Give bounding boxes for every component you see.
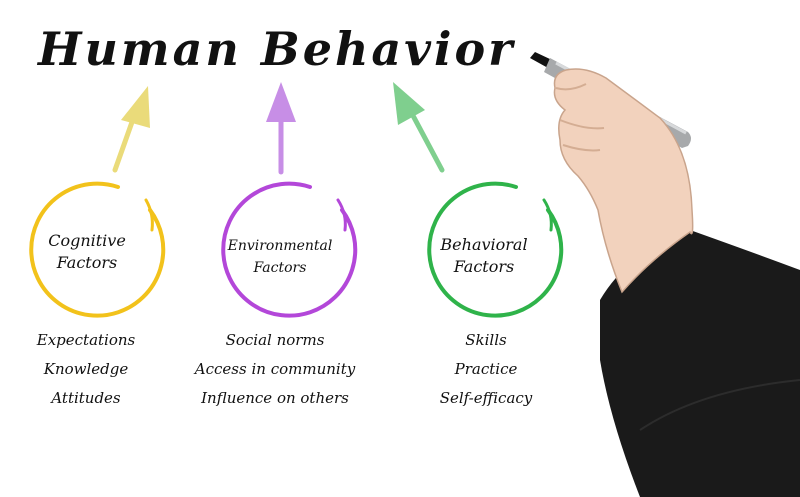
environmental-label-line1: Environmental [227, 238, 333, 254]
hand-shape [553, 68, 694, 294]
behavioral-factors-label: Behavioral Factors [414, 234, 554, 278]
list-item: Influence on others [201, 389, 349, 407]
cognitive-items-list: Expectations Knowledge Attitudes [16, 326, 156, 413]
list-item: Knowledge [43, 360, 129, 378]
cognitive-label-line2: Factors [56, 253, 118, 272]
list-item: Social norms [225, 331, 325, 349]
list-item: Attitudes [51, 389, 121, 407]
circle-behavioral [427, 181, 564, 318]
arrow-environmental [266, 82, 296, 175]
list-item: Practice [454, 360, 518, 378]
circle-environmental [221, 181, 358, 318]
environmental-label-line2: Factors [253, 260, 307, 276]
list-item: Access in community [194, 360, 356, 378]
diagram-title: Human Behavior [38, 22, 516, 76]
cognitive-factors-label: Cognitive Factors [22, 230, 152, 274]
list-item: Expectations [36, 331, 136, 349]
list-item: Self-efficacy [439, 389, 533, 407]
environmental-items-list: Social norms Access in community Influen… [180, 326, 370, 413]
behavioral-label-line1: Behavioral [440, 235, 528, 254]
arrow-cognitive [112, 86, 150, 173]
behavioral-items-list: Skills Practice Self-efficacy [416, 326, 556, 413]
circle-cognitive [29, 181, 166, 318]
cognitive-label-line1: Cognitive [48, 231, 126, 250]
environmental-factors-label: Environmental Factors [210, 235, 350, 279]
sleeve-shape [600, 230, 800, 497]
behavioral-label-line2: Factors [453, 257, 515, 276]
arrow-behavioral [393, 82, 445, 173]
list-item: Skills [465, 331, 507, 349]
